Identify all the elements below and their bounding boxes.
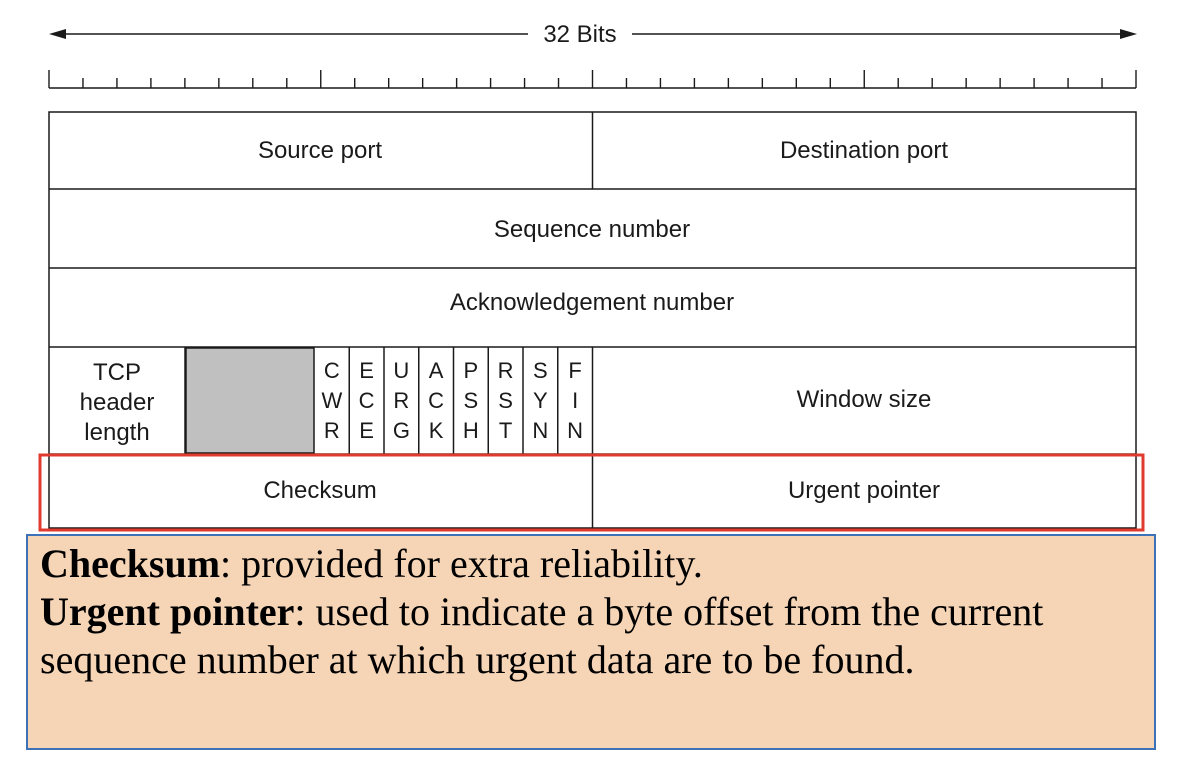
urgent-pointer-term: Urgent pointer xyxy=(40,589,295,634)
flag-letter: C xyxy=(324,358,340,383)
header-grid xyxy=(48,111,1137,529)
checksum-description: : provided for extra reliability. xyxy=(220,541,703,586)
flag-dividers xyxy=(348,347,559,454)
urgent-pointer-label: Urgent pointer xyxy=(788,477,940,504)
flag-letter: P xyxy=(464,358,479,383)
bit-width-arrow xyxy=(49,29,1137,39)
flag-letter: C xyxy=(428,388,444,413)
flag-letter: F xyxy=(568,358,581,383)
flag-letter: R xyxy=(324,418,340,443)
flag-letter: K xyxy=(429,418,444,443)
checksum-term: Checksum xyxy=(40,541,221,586)
flag-letter: E xyxy=(359,358,374,383)
checksum-label: Checksum xyxy=(263,477,376,504)
sequence-number-label: Sequence number xyxy=(494,216,690,243)
flag-letter: W xyxy=(321,388,342,413)
flag-letter: R xyxy=(498,358,514,383)
flag-letter: T xyxy=(499,418,512,443)
flag-letter: R xyxy=(393,388,409,413)
explanation-box: Checksum: provided for extra reliability… xyxy=(26,534,1156,750)
flag-letter: S xyxy=(498,388,513,413)
flag-letter: A xyxy=(429,358,444,383)
ack-number-label: Acknowledgement number xyxy=(450,289,734,316)
flag-letter: S xyxy=(464,388,479,413)
urgent-pointer-description: : used to indicate a byte offset from th… xyxy=(40,589,1044,682)
note-text: Checksum: provided for extra reliability… xyxy=(40,540,1142,684)
flag-letter: E xyxy=(359,418,374,443)
flag-letter: U xyxy=(393,358,409,383)
bit-ruler xyxy=(48,70,1137,89)
highlight-box xyxy=(38,453,1145,532)
flag-letter: Y xyxy=(533,388,548,413)
flag-letter: H xyxy=(463,418,479,443)
flag-letter: I xyxy=(572,388,578,413)
header-length-label-3: length xyxy=(84,419,149,446)
flag-letter: C xyxy=(359,388,375,413)
header-length-label-1: TCP xyxy=(93,359,141,386)
source-port-label: Source port xyxy=(258,137,382,164)
destination-port-label: Destination port xyxy=(780,137,948,164)
bit-width-label: 32 Bits xyxy=(543,21,616,48)
flag-letter: G xyxy=(393,418,410,443)
flag-letter: N xyxy=(532,418,548,443)
flag-letter: N xyxy=(567,418,583,443)
window-size-label: Window size xyxy=(797,386,932,413)
reserved-bits-cell xyxy=(185,347,315,454)
flag-letter: S xyxy=(533,358,548,383)
header-length-label-2: header xyxy=(80,389,155,416)
